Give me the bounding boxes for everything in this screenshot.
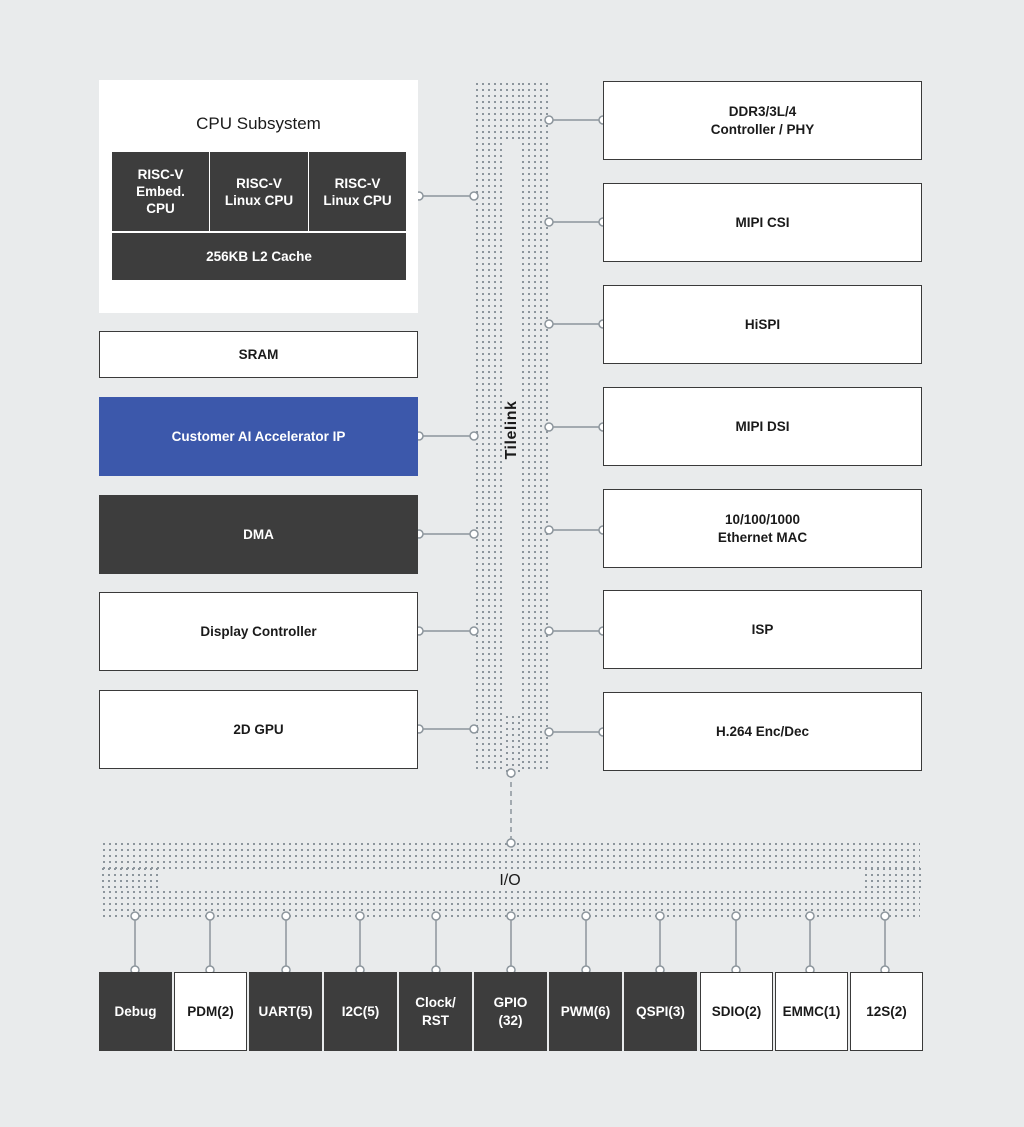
io-drop-node bbox=[880, 911, 890, 921]
io-bus-label: I/O bbox=[499, 872, 521, 889]
isp-block: ISP bbox=[603, 590, 922, 669]
io-drop-node bbox=[205, 911, 215, 921]
io-i2s: 12S(2) bbox=[850, 972, 923, 1051]
mipi-dsi-block: MIPI DSI bbox=[603, 387, 922, 466]
cpu-subsystem-title: CPU Subsystem bbox=[196, 114, 321, 133]
hispi-block: HiSPI bbox=[603, 285, 922, 364]
sram-block: SRAM bbox=[99, 331, 418, 378]
dma-block: DMA bbox=[99, 495, 418, 574]
cpu-core-linux-1: RISC-V Linux CPU bbox=[210, 152, 308, 231]
right-connector-6-node bbox=[544, 727, 554, 737]
right-connector-2-node bbox=[544, 319, 554, 329]
right-connector-4-node bbox=[544, 525, 554, 535]
right-connector-0-node bbox=[544, 115, 554, 125]
l2-cache: 256KB L2 Cache bbox=[112, 233, 406, 280]
bus-bridge-node bbox=[506, 838, 516, 848]
right-connector-3-node bbox=[544, 422, 554, 432]
io-drop-node bbox=[805, 911, 815, 921]
io-drop-node bbox=[731, 911, 741, 921]
bus-bridge-node bbox=[506, 768, 516, 778]
io-sdio: SDIO(2) bbox=[700, 972, 773, 1051]
ddr-controller-block: DDR3/3L/4 Controller / PHY bbox=[603, 81, 922, 160]
cpu-core-embed: RISC-V Embed. CPU bbox=[112, 152, 209, 231]
io-drop-node bbox=[281, 911, 291, 921]
display-controller-block: Display Controller bbox=[99, 592, 418, 671]
io-drop-node bbox=[130, 911, 140, 921]
io-pdm: PDM(2) bbox=[174, 972, 247, 1051]
io-drop-node bbox=[431, 911, 441, 921]
ai-connector-node bbox=[469, 431, 479, 441]
io-debug: Debug bbox=[99, 972, 172, 1051]
dma-connector-node bbox=[469, 529, 479, 539]
io-drop-node bbox=[581, 911, 591, 921]
io-drop-node bbox=[506, 911, 516, 921]
io-emmc: EMMC(1) bbox=[775, 972, 848, 1051]
gpu-connector-node bbox=[469, 724, 479, 734]
right-connector-5-node bbox=[544, 626, 554, 636]
cpu-core-linux-2: RISC-V Linux CPU bbox=[309, 152, 406, 231]
io-qspi: QSPI(3) bbox=[624, 972, 697, 1051]
io-uart: UART(5) bbox=[249, 972, 322, 1051]
display-connector-node bbox=[469, 626, 479, 636]
h264-block: H.264 Enc/Dec bbox=[603, 692, 922, 771]
cpu-connector-node bbox=[469, 191, 479, 201]
io-i2c: I2C(5) bbox=[324, 972, 397, 1051]
io-drop-node bbox=[355, 911, 365, 921]
mipi-csi-block: MIPI CSI bbox=[603, 183, 922, 262]
right-connector-1-node bbox=[544, 217, 554, 227]
io-clock-rst: Clock/ RST bbox=[399, 972, 472, 1051]
ai-accelerator-block: Customer AI Accelerator IP bbox=[99, 397, 418, 476]
gpu-2d-block: 2D GPU bbox=[99, 690, 418, 769]
io-drop-node bbox=[655, 911, 665, 921]
cpu-subsystem-panel: CPU Subsystem RISC-V Embed. CPU RISC-V L… bbox=[99, 80, 418, 313]
ethernet-mac-block: 10/100/1000 Ethernet MAC bbox=[603, 489, 922, 568]
io-pwm: PWM(6) bbox=[549, 972, 622, 1051]
io-gpio: GPIO (32) bbox=[474, 972, 547, 1051]
tilelink-bus-label: Tilelink bbox=[503, 400, 520, 460]
